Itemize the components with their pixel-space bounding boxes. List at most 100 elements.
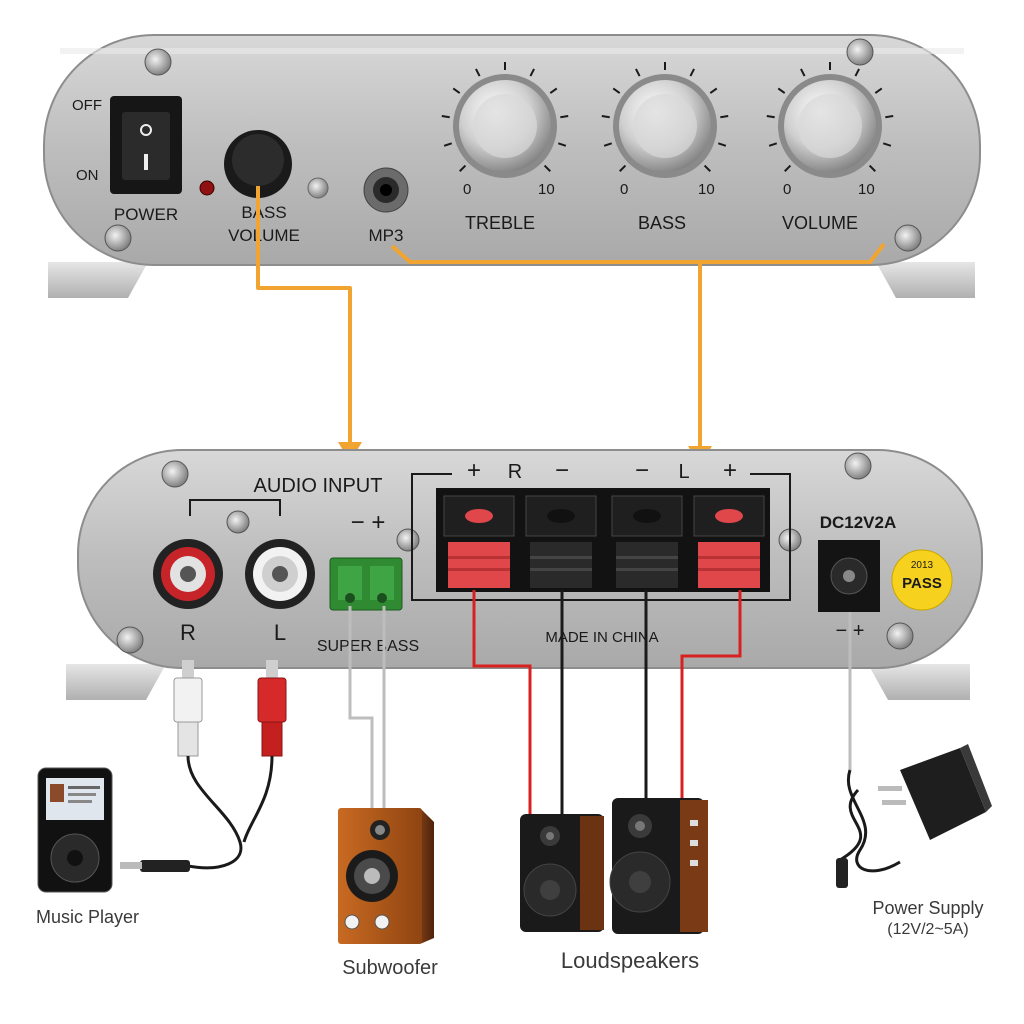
loudspeakers-caption: Loudspeakers (561, 948, 699, 973)
power-switch[interactable] (110, 96, 182, 194)
screw (886, 622, 914, 650)
loudspeaker-right (609, 798, 708, 934)
dial-tick (874, 87, 883, 94)
screw (144, 48, 172, 76)
dial-tick (800, 68, 806, 77)
dial-tick (720, 115, 729, 119)
front-panel: OFF ON POWER BASS VOLUME MP3 (43, 34, 981, 298)
audio-input-bracket (189, 499, 281, 516)
speaker-wires (472, 590, 742, 822)
bass-min: 0 (620, 181, 628, 198)
speaker-plus-l: + (723, 457, 737, 484)
speaker-plus-r: + (467, 457, 481, 484)
terminal-right-minus[interactable] (525, 495, 597, 588)
sticker-year: 2013 (911, 560, 934, 571)
dial-tick (441, 115, 450, 119)
dial-tick (709, 87, 718, 94)
speaker-minus-l: − (635, 457, 649, 484)
rca-right-label: R (180, 620, 196, 645)
front-right-foot (876, 262, 975, 298)
sticker-pass: PASS (902, 575, 942, 592)
speaker-r-label: R (508, 461, 522, 483)
made-in-label: MADE IN CHINA (545, 629, 658, 646)
bass-max: 10 (698, 181, 715, 198)
dial-tick (619, 164, 627, 172)
speaker-minus-r: − (555, 457, 569, 484)
power-supply-adapter (836, 744, 992, 888)
volume-min: 0 (783, 181, 791, 198)
dial-tick (766, 115, 775, 119)
rca-right-jack[interactable] (153, 539, 223, 609)
dial-tick (452, 87, 461, 94)
rca-left-jack[interactable] (245, 539, 315, 609)
dial-tick (868, 164, 876, 172)
mp3-link-line (390, 244, 702, 454)
dial-tick (612, 87, 621, 94)
red-wire-left (680, 590, 742, 805)
bass-knob[interactable] (601, 62, 729, 178)
rca-left-label: L (274, 620, 286, 645)
dial-tick (443, 142, 453, 147)
super-bass-terminal[interactable] (329, 557, 403, 611)
speaker-terminal-frame (411, 473, 791, 601)
mp3-input-jack[interactable] (363, 167, 409, 213)
red-wire-right (472, 590, 532, 822)
terminal-left-minus[interactable] (611, 495, 683, 588)
audio-input-label: AUDIO INPUT (254, 475, 383, 497)
volume-max: 10 (858, 181, 875, 198)
dial-tick (784, 164, 792, 172)
bass-volume-knob[interactable] (224, 130, 292, 198)
dial-tick (475, 68, 481, 77)
terminal-right-plus[interactable] (443, 495, 515, 588)
music-player-caption: Music Player (36, 907, 139, 927)
subwoofer-wires (348, 606, 386, 828)
screw (226, 510, 250, 534)
volume-label: VOLUME (782, 213, 858, 233)
dial-tick (885, 115, 894, 119)
dial-tick (557, 142, 567, 147)
volume-knob[interactable] (766, 62, 894, 178)
treble-min: 0 (463, 181, 471, 198)
screw (161, 460, 189, 488)
treble-knob[interactable] (441, 62, 569, 178)
dial-tick (549, 87, 558, 94)
screw (894, 224, 922, 252)
dial-tick (601, 115, 610, 119)
bass-volume-label-line1: BASS (241, 203, 286, 222)
dial-tick (854, 68, 860, 77)
dial-tick (717, 142, 727, 147)
rear-panel: AUDIO INPUT R L − + SUPER BASS + R (66, 449, 983, 700)
music-player (37, 767, 113, 893)
dial-tick (689, 68, 695, 77)
dial-tick (777, 87, 786, 94)
subwoofer-caption: Subwoofer (342, 957, 438, 979)
screw (396, 528, 420, 552)
dial-tick (603, 142, 613, 147)
screw (844, 452, 872, 480)
dial-tick (882, 142, 892, 147)
bass-label: BASS (638, 213, 686, 233)
subwoofer (338, 808, 434, 944)
switch-off-label: OFF (72, 97, 102, 114)
power-supply-caption-line2: (12V/2~5A) (887, 921, 968, 938)
dial-tick (529, 68, 535, 77)
terminal-left-plus[interactable] (693, 495, 765, 588)
screw (116, 626, 144, 654)
rear-left-foot (66, 664, 166, 700)
power-label: POWER (114, 205, 178, 224)
loudspeaker-left (520, 814, 604, 932)
switch-on-label: ON (76, 167, 99, 184)
dc-input-label: DC12V2A (820, 513, 897, 532)
dc-power-jack[interactable] (818, 540, 880, 612)
indicator-lamp (307, 177, 329, 199)
dial-tick (543, 164, 551, 172)
power-led (199, 180, 215, 196)
dial-tick (560, 115, 569, 119)
pass-sticker: 2013 PASS (891, 549, 953, 611)
bass-volume-link-line (256, 186, 352, 450)
dial-tick (703, 164, 711, 172)
dial-tick (635, 68, 641, 77)
power-supply-caption-line1: Power Supply (872, 898, 983, 918)
treble-max: 10 (538, 181, 555, 198)
